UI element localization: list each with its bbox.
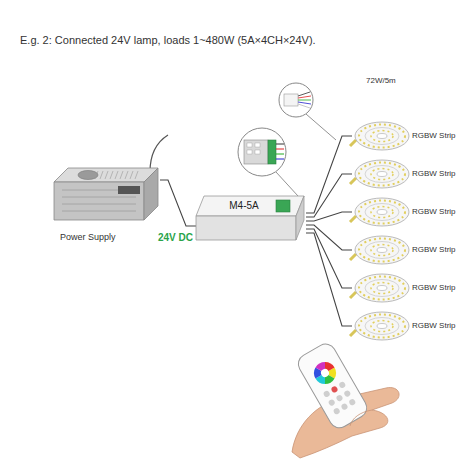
power-supply: Power Supply (48, 160, 160, 246)
led-strip-reel: RGBW Strip (352, 120, 462, 152)
terminal-callout (238, 128, 298, 196)
node-label: M4-5A (229, 200, 258, 212)
controller-box: M4-5A (196, 196, 306, 242)
led-strip-reel: RGBW Strip (352, 272, 462, 304)
node-label: RGBW Strip (412, 207, 456, 217)
led-strip-reel: RGBW Strip (352, 158, 462, 190)
diagram-title: E.g. 2: Connected 24V lamp, loads 1~480W… (20, 34, 316, 47)
led-strip-reel: RGBW Strip (352, 310, 462, 342)
node-label: RGBW Strip (412, 169, 456, 179)
node-label: RGBW Strip (412, 283, 456, 293)
label-box: 72W/5m (366, 76, 396, 86)
wire (160, 180, 196, 226)
led-strip-reel: RGBW Strip (352, 234, 462, 266)
node-label: RGBW Strip (412, 321, 456, 331)
power-cord (150, 135, 168, 172)
node-label: RGBW Strip (412, 131, 456, 141)
title-box: E.g. 2: Connected 24V lamp, loads 1~480W… (20, 34, 316, 47)
wire (306, 229, 352, 288)
connector-callout (279, 83, 336, 140)
wire (306, 233, 352, 326)
wire (306, 212, 352, 221)
node-label: Power Supply (60, 232, 116, 243)
wire-label-patch: 24V DC (157, 232, 194, 244)
led-strip-reel: RGBW Strip (352, 196, 462, 228)
voltage-label: 24V DC (158, 232, 193, 244)
wire (306, 174, 352, 217)
hand-remote (292, 340, 399, 458)
node-label: RGBW Strip (412, 245, 456, 255)
power-rating: 72W/5m (366, 76, 396, 86)
